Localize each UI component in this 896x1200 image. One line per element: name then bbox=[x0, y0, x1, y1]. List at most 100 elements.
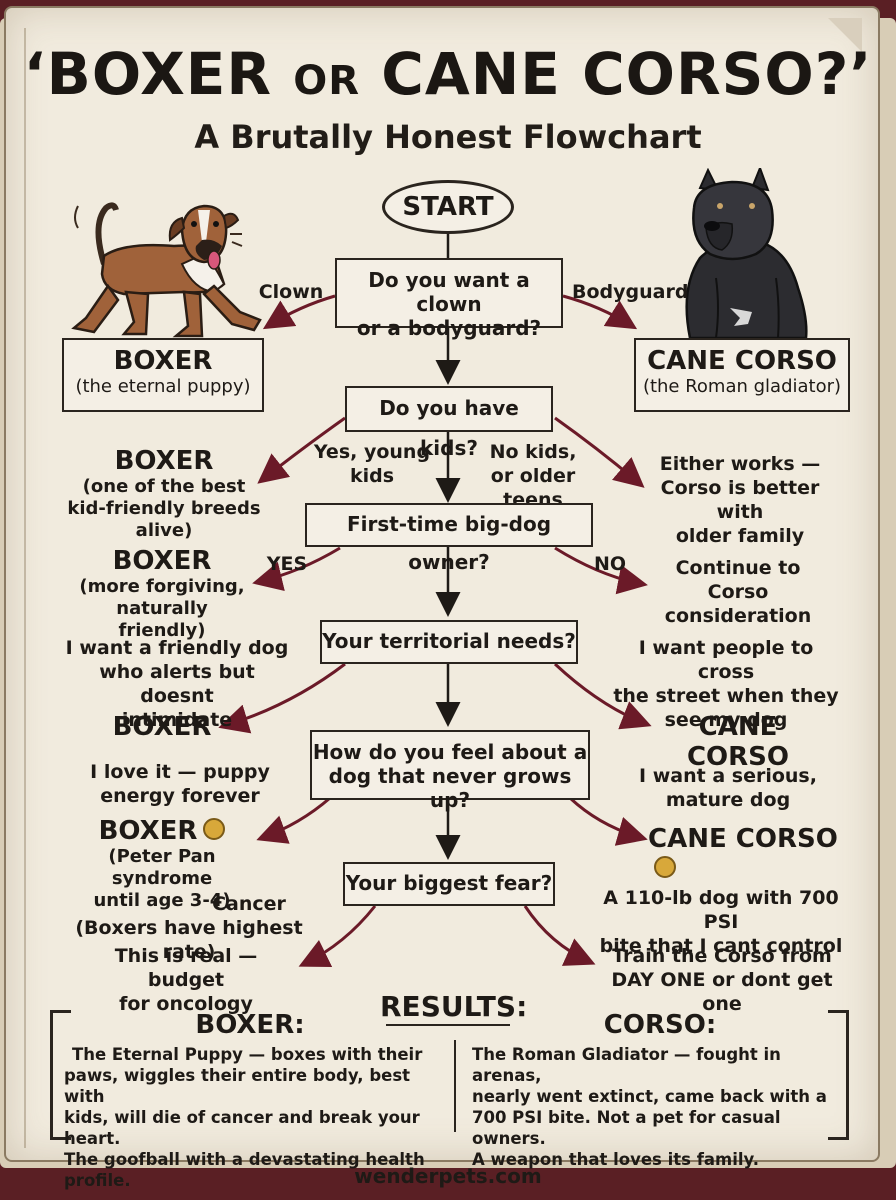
arrow-q2-left bbox=[257, 416, 346, 484]
q6-right-label: A 110-lb dog with 700 PSI bite that I ca… bbox=[596, 886, 846, 958]
q1-question-line-1: Do you want a clown bbox=[368, 268, 530, 316]
results-corso-line-3: 700 PSI bite. Not a pet for casual owner… bbox=[472, 1108, 781, 1148]
page-title: ‘BOXER OR CANE CORSO?’ bbox=[0, 40, 896, 108]
footer-website[interactable]: wenderpets.com bbox=[354, 1164, 542, 1188]
q4-right-label: I want people to cross the street when t… bbox=[608, 636, 844, 732]
award-ribbon-icon bbox=[654, 855, 676, 878]
q5-right-label: I want a serious, mature dog bbox=[638, 764, 818, 812]
q5-left-result: BOXER (Peter Pan syndrome until age 3-4) bbox=[62, 816, 262, 912]
q3-right-result-line-1: Continue to Corso bbox=[675, 557, 801, 603]
q4-left-label-line-1: I want a friendly dog bbox=[65, 637, 289, 659]
q6-left-result: This is real — budget for oncology bbox=[76, 944, 296, 1016]
q2-left-label-line-2: kids bbox=[349, 465, 395, 487]
q6-right-label-line-1: A 110-lb dog with 700 PSI bbox=[603, 887, 839, 933]
title-part-2: CANE CORSO?’ bbox=[381, 40, 873, 108]
q5-question-line-2: dog that never grows up? bbox=[328, 764, 572, 812]
question-first-time-owner: First-time big-dog owner? bbox=[305, 503, 593, 574]
q2-left-result-note-2: kid-friendly breeds alive) bbox=[67, 498, 261, 541]
results-corso-line-1: The Roman Gladiator — fought in arenas, bbox=[472, 1045, 781, 1085]
q2-right-result: Either works — Corso is better with olde… bbox=[640, 452, 840, 548]
question-biggest-fear: Your biggest fear? bbox=[343, 862, 555, 906]
q6-right-label-line-2: bite that I cant control bbox=[599, 935, 843, 957]
q1-left-result-name: BOXER bbox=[113, 346, 213, 376]
q3-question: First-time big-dog owner? bbox=[346, 512, 552, 574]
arrow-q4-right bbox=[553, 662, 652, 730]
arrow-q3-right bbox=[554, 546, 648, 595]
q3-left-result-name: BOXER bbox=[112, 546, 212, 576]
arrow-q1-left bbox=[262, 294, 336, 330]
q2-right-label-line-1: No kids, bbox=[489, 441, 577, 463]
results-heading: RESULTS: bbox=[380, 990, 528, 1023]
q2-question: Do you have kids? bbox=[379, 396, 519, 460]
results-divider bbox=[454, 1040, 456, 1132]
q4-left-result: BOXER bbox=[112, 712, 212, 742]
q6-question: Your biggest fear? bbox=[345, 871, 553, 895]
q3-left-result: BOXER (more forgiving, naturally friendl… bbox=[72, 546, 252, 642]
q4-question: Your territorial needs? bbox=[322, 629, 576, 653]
q4-right-label-line-2: the street when they bbox=[613, 685, 839, 707]
arrow-q2-right bbox=[554, 416, 645, 488]
q2-left-label: Yes, young kids bbox=[312, 440, 432, 488]
q5-left-result-note-1: (Peter Pan syndrome bbox=[108, 846, 216, 889]
results-corso-title: CORSO: bbox=[603, 1010, 717, 1040]
arrow-q6-right bbox=[523, 905, 596, 966]
q2-left-result: BOXER (one of the best kid-friendly bree… bbox=[44, 446, 284, 542]
q3-right-label: NO bbox=[593, 553, 627, 575]
q2-right-result-line-2: Corso is better with bbox=[660, 477, 820, 523]
result-boxer-eternal-puppy: BOXER (the eternal puppy) bbox=[62, 338, 264, 412]
q1-right-result-name: CANE CORSO bbox=[647, 346, 837, 376]
results-boxer-description: The Eternal Puppy — boxes with their paw… bbox=[64, 1044, 450, 1191]
question-territorial-needs: Your territorial needs? bbox=[320, 620, 578, 664]
q5-question-line-1: How do you feel about a bbox=[312, 740, 588, 764]
q2-left-label-line-1: Yes, young bbox=[313, 441, 431, 463]
q6-right-result-line-2: DAY ONE or dont get one bbox=[611, 969, 833, 1015]
award-ribbon-icon bbox=[203, 817, 226, 840]
q6-left-result-line-1: This is real — budget bbox=[114, 945, 258, 991]
start-node: START bbox=[382, 180, 514, 234]
question-clown-or-bodyguard: Do you want a clown or a bodyguard? bbox=[335, 258, 563, 340]
q3-right-result: Continue to Corso consideration bbox=[646, 556, 830, 628]
q2-left-result-name: BOXER bbox=[114, 446, 214, 476]
results-boxer-line-4: The goofball with a devastating health p… bbox=[64, 1150, 425, 1190]
question-never-grows-up: How do you feel about a dog that never g… bbox=[310, 730, 590, 812]
results-boxer-title: BOXER: bbox=[195, 1010, 305, 1040]
start-label: START bbox=[402, 192, 494, 222]
q5-left-result-name: BOXER bbox=[98, 816, 198, 846]
q5-right-label-line-1: I want a serious, bbox=[639, 765, 817, 787]
title-part-1: ‘BOXER bbox=[23, 40, 273, 108]
q6-left-result-line-2: for oncology bbox=[119, 993, 253, 1015]
q5-left-label-line-2: energy forever bbox=[100, 785, 260, 807]
q3-left-label: YES bbox=[266, 553, 308, 575]
boxer-dog-illustration bbox=[71, 202, 262, 338]
results-right-bracket bbox=[828, 1010, 849, 1140]
result-cane-corso-gladiator: CANE CORSO (the Roman gladiator) bbox=[634, 338, 850, 412]
results-corso-line-2: nearly went extinct, came back with a bbox=[472, 1087, 827, 1106]
results-corso-description: The Roman Gladiator — fought in arenas, … bbox=[472, 1044, 842, 1170]
arrow-q5-left bbox=[256, 796, 331, 844]
page-subtitle: A Brutally Honest Flowchart bbox=[194, 118, 702, 156]
q5-right-label-line-2: mature dog bbox=[665, 789, 791, 811]
q5-right-result-name: CANE CORSO bbox=[648, 824, 838, 854]
q5-right-result: CANE CORSO bbox=[648, 824, 844, 884]
results-corso-line-4: A weapon that loves its family. bbox=[472, 1150, 760, 1169]
page-margin-line bbox=[24, 28, 26, 1148]
q5-left-label: I love it — puppy energy forever bbox=[90, 760, 270, 808]
q2-right-label: No kids, or older teens bbox=[458, 440, 608, 512]
q6-left-label-line-2: (Boxers have highest rate) bbox=[75, 917, 303, 963]
q6-right-result-line-1: Train the Corso from bbox=[612, 945, 832, 967]
results-left-bracket bbox=[50, 1010, 71, 1140]
q2-left-result-note-1: (one of the best bbox=[82, 476, 246, 497]
q4-left-label-line-2: who alerts but doesnt bbox=[99, 661, 255, 707]
arrow-q6-left bbox=[298, 905, 377, 967]
arrow-q4-left bbox=[218, 662, 346, 734]
cane-corso-illustration bbox=[685, 168, 808, 340]
q5-left-label-line-1: I love it — puppy bbox=[90, 761, 270, 783]
q4-right-label-line-3: see my dog bbox=[664, 709, 788, 731]
q2-right-result-line-1: Either works — bbox=[659, 453, 821, 475]
q3-right-result-line-2: consideration bbox=[664, 605, 812, 627]
q6-right-result: Train the Corso from DAY ONE or dont get… bbox=[594, 944, 850, 1016]
q1-question-line-2: or a bodyguard? bbox=[356, 316, 542, 340]
q3-left-result-note-2: naturally friendly) bbox=[116, 598, 208, 641]
arrow-q5-right bbox=[568, 796, 648, 846]
